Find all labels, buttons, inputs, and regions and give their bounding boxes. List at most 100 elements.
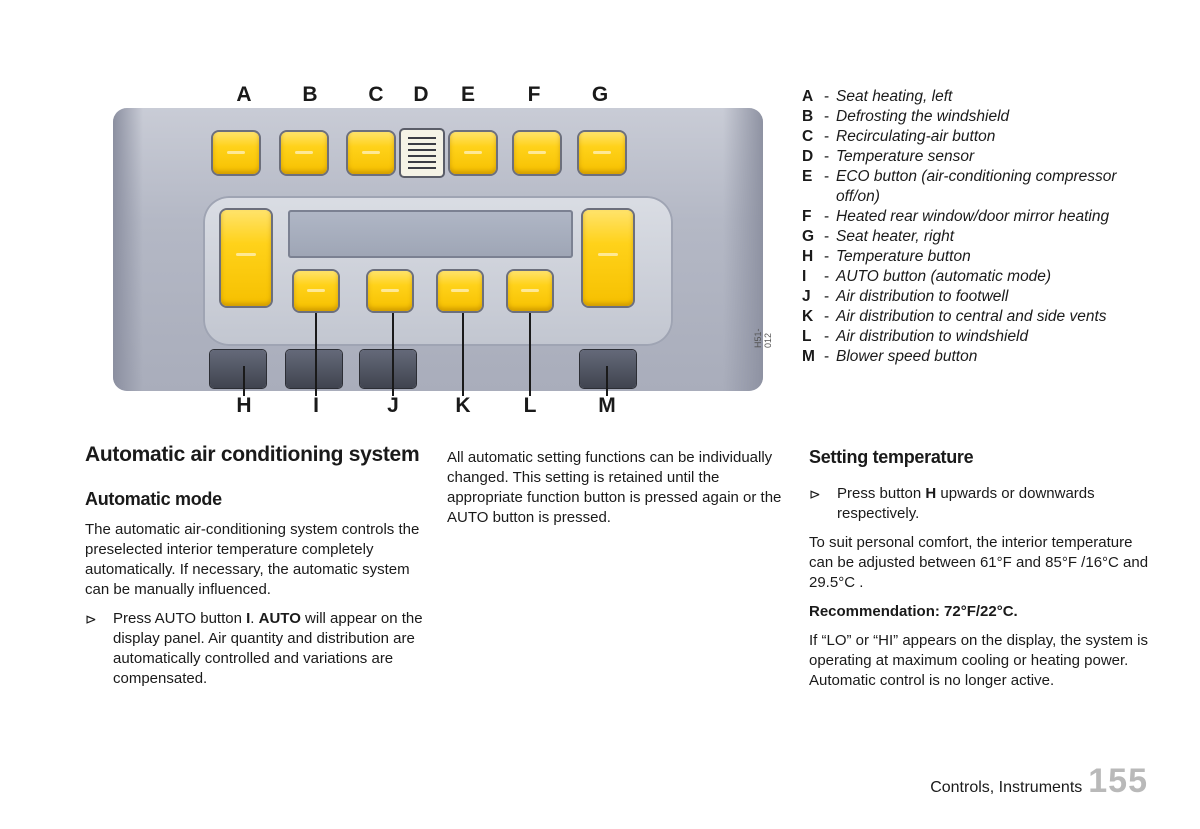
figure-code: H51-012 <box>753 328 773 348</box>
step-text: Press AUTO button I. AUTO will appear on… <box>113 610 423 687</box>
blower-speed-button <box>583 210 633 306</box>
display-panel <box>288 210 573 258</box>
label-k: K <box>455 394 471 417</box>
legend-key: F <box>802 208 812 225</box>
legend-text: Air distribution to footwell <box>836 288 1009 305</box>
legend-item: K-Air distribution to central and side v… <box>802 307 1162 327</box>
legend-key: B <box>802 108 814 125</box>
legend-dash: - <box>824 328 830 345</box>
console-panel <box>113 108 763 391</box>
legend-key: E <box>802 168 813 185</box>
lower-button-1 <box>210 350 266 388</box>
legend-text: Seat heater, right <box>836 228 955 245</box>
legend-key: D <box>802 148 814 165</box>
defrost-windshield-button <box>281 132 327 174</box>
legend-item: L-Air distribution to windshield <box>802 327 1162 347</box>
legend-dash: - <box>824 268 830 285</box>
legend-key: K <box>802 308 814 325</box>
legend-key: J <box>802 288 811 305</box>
heated-rear-window-button <box>514 132 560 174</box>
instruction-step: ⊳ Press button H upwards or downwards re… <box>809 484 1154 524</box>
page-number: 155 <box>1088 762 1148 800</box>
legend-dash: - <box>824 88 830 105</box>
label-h: H <box>236 394 252 417</box>
legend-text: Seat heating, left <box>836 88 953 105</box>
legend-key: C <box>802 128 814 145</box>
label-a: A <box>236 83 252 106</box>
label-g: G <box>591 83 609 106</box>
legend-dash: - <box>824 208 830 225</box>
footwell-button <box>368 271 412 311</box>
legend-key: A <box>802 88 814 105</box>
legend-item: J-Air distribution to footwell <box>802 287 1162 307</box>
page-footer: Controls, Instruments 155 <box>930 762 1148 801</box>
legend-text: Air distribution to windshield <box>836 328 1029 345</box>
legend-item: A-Seat heating, left <box>802 87 1162 107</box>
seat-heater-right-button <box>579 132 625 174</box>
column-2: All automatic setting functions can be i… <box>447 448 782 537</box>
legend-item: C-Recirculating-air button <box>802 127 1162 147</box>
lower-button-4 <box>580 350 636 388</box>
subsection-title: Automatic mode <box>85 489 222 509</box>
legend-item: F-Heated rear window/door mirror heating <box>802 207 1162 227</box>
step-arrow-icon: ⊳ <box>85 611 97 627</box>
lower-button-2 <box>286 350 342 388</box>
legend-item: G-Seat heater, right <box>802 227 1162 247</box>
footer-section-title: Controls, Instruments <box>930 779 1083 796</box>
legend-dash: - <box>824 248 830 265</box>
legend-item: M-Blower speed button <box>802 347 1162 367</box>
column-1: Automatic air conditioning system Automa… <box>85 442 425 698</box>
legend-text: Blower speed button <box>836 348 978 365</box>
legend-dash: - <box>824 348 830 365</box>
legend-key: G <box>802 228 815 245</box>
temperature-sensor <box>401 130 443 176</box>
legend-text: Recirculating-air button <box>836 128 996 145</box>
comfort-paragraph: To suit personal comfort, the interior t… <box>809 534 1149 591</box>
label-i: I <box>313 394 319 417</box>
legend-dash: - <box>824 128 830 145</box>
legend-text: Temperature sensor <box>836 148 975 165</box>
legend-dash: - <box>824 108 830 125</box>
legend-text: ECO button (air-conditioning compressor … <box>836 168 1117 205</box>
label-l: L <box>523 394 537 417</box>
windshield-air-button <box>508 271 552 311</box>
label-j: J <box>387 394 399 417</box>
legend-dash: - <box>824 288 830 305</box>
climate-control-diagram: A B C D E F G <box>105 80 775 425</box>
lower-button-3 <box>360 350 416 388</box>
legend-key: I <box>802 268 807 285</box>
label-c: C <box>368 83 384 106</box>
section-title: Automatic air conditioning system <box>85 443 420 466</box>
legend-text: AUTO button (automatic mode) <box>836 268 1052 285</box>
step-text: Press button H upwards or downwards resp… <box>837 485 1095 522</box>
legend-key: H <box>802 248 814 265</box>
legend-dash: - <box>824 168 830 185</box>
label-e: E <box>460 83 475 106</box>
legend-dash: - <box>824 228 830 245</box>
settings-paragraph: All automatic setting functions can be i… <box>447 449 782 526</box>
legend-key: M <box>802 348 815 365</box>
intro-paragraph: The automatic air-conditioning system co… <box>85 521 420 598</box>
legend-dash: - <box>824 148 830 165</box>
step-arrow-icon: ⊳ <box>809 486 821 502</box>
seat-heating-left-button <box>213 132 259 174</box>
label-d: D <box>413 83 429 106</box>
eco-button <box>450 132 496 174</box>
legend-item: I-AUTO button (automatic mode) <box>802 267 1162 287</box>
label-f: F <box>527 83 541 106</box>
instruction-step: ⊳ Press AUTO button I. AUTO will appear … <box>85 609 425 689</box>
legend-text: Air distribution to central and side ven… <box>836 308 1107 325</box>
legend-text: Defrosting the windshield <box>836 108 1010 125</box>
legend-text: Temperature button <box>836 248 971 265</box>
column-3: Setting temperature ⊳ Press button H upw… <box>809 446 1154 700</box>
legend-item: E-ECO button (air-conditioning compresso… <box>802 167 1162 207</box>
legend-item: D-Temperature sensor <box>802 147 1162 167</box>
temperature-heading: Setting temperature <box>809 447 974 467</box>
legend-item: H-Temperature button <box>802 247 1162 267</box>
label-b: B <box>302 83 318 106</box>
temperature-button <box>221 210 271 306</box>
legend-key: L <box>802 328 812 345</box>
legend-item: B-Defrosting the windshield <box>802 107 1162 127</box>
lo-hi-paragraph: If “LO” or “HI” appears on the display, … <box>809 632 1149 689</box>
